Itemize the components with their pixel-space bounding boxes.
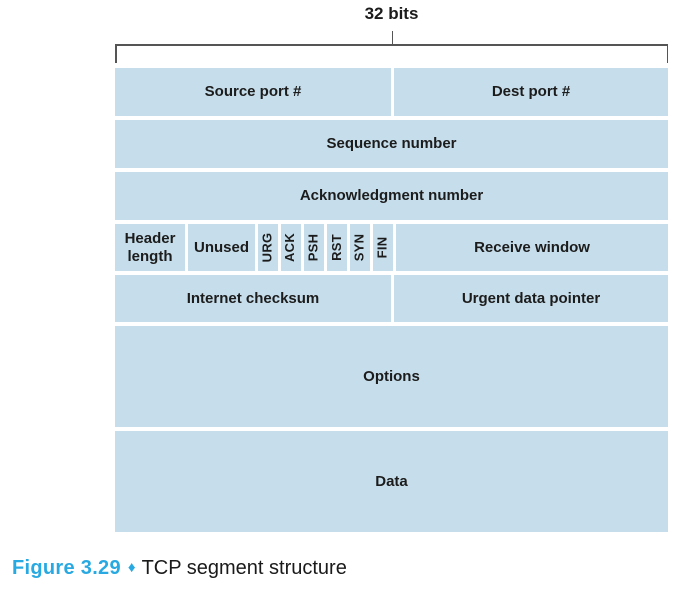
figure-caption: Figure 3.29 ♦ TCP segment structure — [12, 557, 347, 580]
flag-psh-label: PSH — [305, 233, 321, 262]
row-options: Options — [115, 326, 668, 427]
row-checksum: Internet checksum Urgent data pointer — [115, 275, 668, 322]
flag-rst-label: RST — [328, 234, 344, 261]
field-data: Data — [115, 431, 668, 532]
field-receive-window: Receive window — [396, 224, 668, 271]
figure-number-label: Figure 3.29 — [12, 557, 121, 579]
flag-ack-label: ACK — [282, 232, 298, 263]
figure-caption-title: TCP segment structure — [141, 557, 347, 579]
field-flag-fin: FIN — [373, 224, 393, 271]
field-sequence-number: Sequence number — [115, 120, 668, 168]
field-urgent-data-pointer: Urgent data pointer — [394, 275, 668, 322]
field-flag-urg: URG — [258, 224, 278, 271]
field-source-port: Source port # — [115, 68, 391, 116]
bits-width-label: 32 bits — [364, 4, 419, 23]
field-options: Options — [115, 326, 668, 427]
diamond-icon: ♦ — [127, 559, 136, 576]
field-header-length: Header length — [115, 224, 185, 271]
row-flags: Header length Unused URG ACK PSH RST SYN… — [115, 224, 668, 271]
row-data: Data — [115, 431, 668, 532]
field-flag-psh: PSH — [304, 224, 324, 271]
field-flag-syn: SYN — [350, 224, 370, 271]
field-unused: Unused — [188, 224, 255, 271]
bracket-horizontal-line — [115, 44, 668, 46]
field-flag-rst: RST — [327, 224, 347, 271]
row-acknowledgment: Acknowledgment number — [115, 172, 668, 220]
field-internet-checksum: Internet checksum — [115, 275, 391, 322]
field-dest-port: Dest port # — [394, 68, 668, 116]
flag-syn-label: SYN — [351, 233, 367, 262]
flag-fin-label: FIN — [374, 236, 390, 259]
row-ports: Source port # Dest port # — [115, 68, 668, 116]
bracket-right-tick — [666, 44, 668, 63]
field-flag-ack: ACK — [281, 224, 301, 271]
bracket-center-tick — [391, 31, 393, 44]
row-sequence: Sequence number — [115, 120, 668, 168]
field-acknowledgment-number: Acknowledgment number — [115, 172, 668, 220]
bracket-left-tick — [115, 44, 117, 63]
flag-urg-label: URG — [259, 232, 275, 263]
tcp-segment-table: Source port # Dest port # Sequence numbe… — [115, 68, 668, 532]
